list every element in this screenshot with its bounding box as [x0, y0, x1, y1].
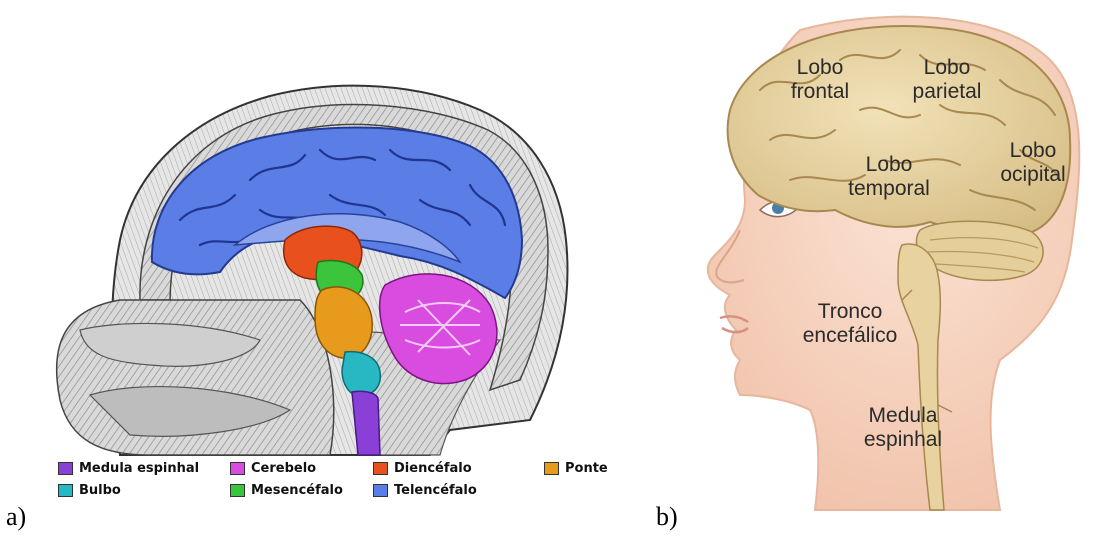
label-lobo-temporal-line2: temporal	[834, 177, 944, 201]
label-medula-espinhal: Medula espinhal	[848, 404, 958, 452]
label-tronco-encefalico: Tronco encefálico	[780, 300, 920, 348]
label-medula-line1: Medula	[848, 404, 958, 428]
label-lobo-ocipital: Lobo ocipital	[978, 139, 1088, 187]
label-lobo-ocipital-line2: ocipital	[978, 163, 1088, 187]
legend-swatch-cerebelo	[230, 462, 245, 475]
label-lobo-temporal: Lobo temporal	[834, 153, 944, 201]
legend-item-cerebelo: Cerebelo	[230, 458, 316, 478]
legend-swatch-mesencefalo	[230, 484, 245, 497]
legend-label-ponte: Ponte	[565, 461, 608, 476]
legend-item-ponte: Ponte	[544, 458, 608, 478]
legend-label-cerebelo: Cerebelo	[251, 461, 316, 476]
legend-label-medula-espinhal: Medula espinhal	[79, 461, 199, 476]
label-lobo-frontal-line2: frontal	[770, 80, 870, 104]
legend-item-telencefalo: Telencéfalo	[373, 480, 477, 500]
panel-letter-b: b)	[656, 502, 678, 532]
panel-a-sagittal-brain: Medula espinhal Bulbo Cerebelo Mesencéfa…	[0, 0, 640, 540]
legend-label-telencefalo: Telencéfalo	[394, 483, 477, 498]
label-lobo-temporal-line1: Lobo	[834, 153, 944, 177]
legend: Medula espinhal Bulbo Cerebelo Mesencéfa…	[58, 458, 628, 508]
legend-label-diencefalo: Diencéfalo	[394, 461, 472, 476]
legend-item-bulbo: Bulbo	[58, 480, 121, 500]
legend-swatch-bulbo	[58, 484, 73, 497]
label-lobo-ocipital-line1: Lobo	[978, 139, 1088, 163]
label-tronco-line2: encefálico	[780, 324, 920, 348]
legend-item-medula-espinhal: Medula espinhal	[58, 458, 199, 478]
label-lobo-frontal-line1: Lobo	[770, 56, 870, 80]
label-lobo-frontal: Lobo frontal	[770, 56, 870, 104]
panel-letter-a: a)	[6, 502, 26, 532]
label-lobo-parietal-line1: Lobo	[892, 56, 1002, 80]
label-lobo-parietal: Lobo parietal	[892, 56, 1002, 104]
legend-label-bulbo: Bulbo	[79, 483, 121, 498]
legend-label-mesencefalo: Mesencéfalo	[251, 483, 343, 498]
label-lobo-parietal-line2: parietal	[892, 80, 1002, 104]
legend-swatch-telencefalo	[373, 484, 388, 497]
panel-b-head-profile: Lobo frontal Lobo parietal Lobo ocipital…	[640, 0, 1102, 540]
label-tronco-line1: Tronco	[780, 300, 920, 324]
legend-item-mesencefalo: Mesencéfalo	[230, 480, 343, 500]
head-profile-illustration	[640, 0, 1102, 540]
legend-swatch-ponte	[544, 462, 559, 475]
legend-item-diencefalo: Diencéfalo	[373, 458, 472, 478]
legend-swatch-medula-espinhal	[58, 462, 73, 475]
legend-swatch-diencefalo	[373, 462, 388, 475]
label-medula-line2: espinhal	[848, 428, 958, 452]
